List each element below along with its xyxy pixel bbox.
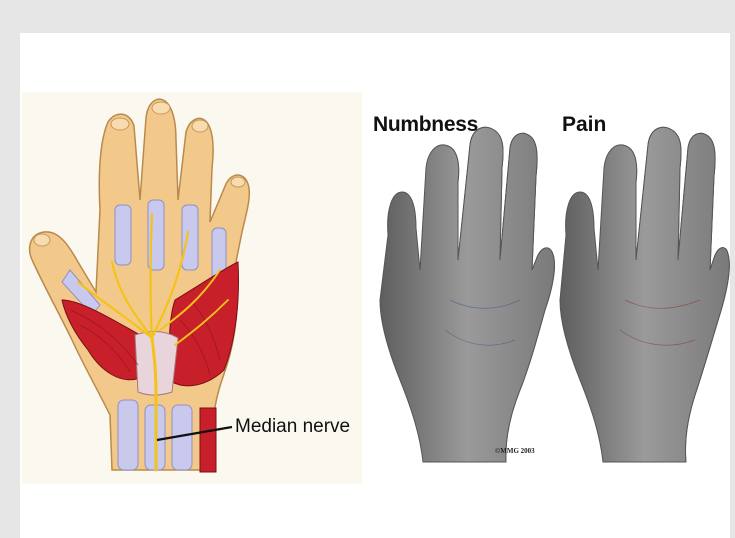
wrist-artery <box>200 408 216 472</box>
median-nerve-label: Median nerve <box>235 416 350 438</box>
numbness-hand <box>380 127 554 462</box>
copyright-text: ©MMG 2003 <box>495 447 535 455</box>
pain-label: Pain <box>562 113 606 137</box>
numbness-label: Numbness <box>373 113 478 137</box>
pain-hand <box>560 127 729 462</box>
